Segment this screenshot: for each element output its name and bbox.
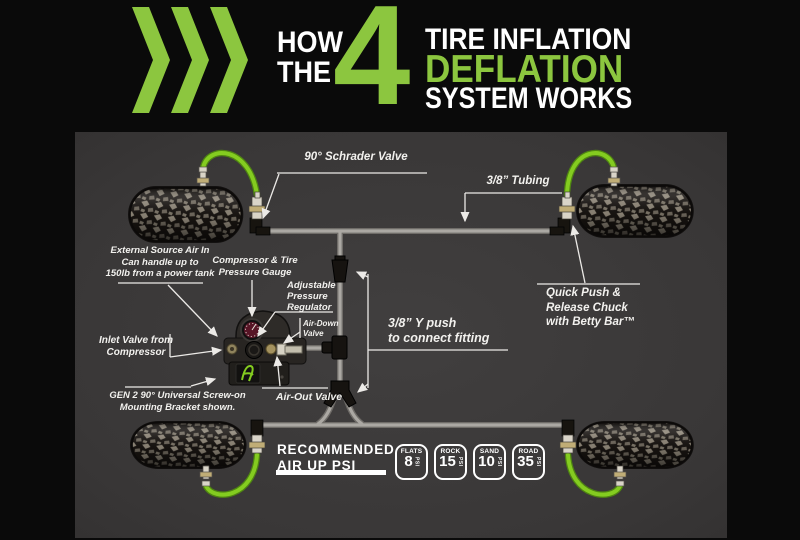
mounting-bracket <box>228 361 290 386</box>
badge-terrain: SAND <box>479 448 500 455</box>
air-down-valve-fitting <box>265 343 277 355</box>
label-compressor-gauge: Compressor & Tire Pressure Gauge <box>212 255 298 278</box>
badge-terrain: FLATS <box>400 448 423 455</box>
header-title-line1: TIRE INFLATION <box>425 23 632 56</box>
tire-front-right <box>575 183 695 239</box>
y-push-fitting <box>323 380 357 408</box>
callout-leader-lines <box>118 172 640 393</box>
regulator-knob <box>245 341 263 359</box>
badge-unit: PSI <box>413 457 420 467</box>
header-title-line2: DEFLATION <box>425 48 624 91</box>
triple-right-chevrons-icon <box>132 7 248 113</box>
badge-unit: PSI <box>534 457 541 467</box>
air-tubing-lines <box>254 228 571 428</box>
label-adjustable-regulator: Adjustable Pressure Regulator <box>287 280 336 313</box>
badge-value: 8 <box>404 453 413 470</box>
badge-unit: PSI <box>495 457 502 467</box>
label-external-source: External Source Air In Can handle up to … <box>105 245 215 279</box>
quick-release-chucks <box>248 191 577 454</box>
label-schrader-valve: 90° Schrader Valve <box>304 151 408 163</box>
label-tubing: 3/8” Tubing <box>486 175 550 187</box>
header-title-line3: SYSTEM WORKS <box>425 82 633 115</box>
label-gen2-bracket: GEN 2 90° Universal Screw-on Mounting Br… <box>109 390 246 413</box>
tire-valve-stems <box>196 166 627 487</box>
tire-front-left <box>127 185 245 244</box>
badge-terrain: ROAD <box>518 448 539 455</box>
label-y-push-fitting: 3/8” Y push to connect fitting <box>388 316 490 345</box>
header-big-number: 4 <box>333 0 411 135</box>
badge-unit: PSI <box>456 457 463 467</box>
label-air-down-valve: Air-Down Valve <box>303 319 339 338</box>
tee-fitting <box>321 335 348 360</box>
tire-rear-left <box>129 420 248 470</box>
inlet-port <box>226 343 238 355</box>
pressure-gauge <box>240 318 264 342</box>
label-inlet-valve: Inlet Valve from Compressor <box>98 335 174 358</box>
recommended-psi-underline <box>276 470 386 475</box>
badge-value: 15 <box>439 453 456 470</box>
label-air-out-valve: Air-Out Valve <box>275 391 343 403</box>
badge-value: 10 <box>478 453 495 470</box>
air-out-valve-fitting <box>276 343 303 356</box>
header-how-the: HOW THE <box>277 26 343 89</box>
tire-rear-right <box>575 420 695 470</box>
union-fitting <box>331 255 349 283</box>
recommended-psi-heading: RECOMMENDED AIR UP PSI <box>277 442 395 473</box>
badge-value: 35 <box>517 453 534 470</box>
badge-terrain: ROCK <box>440 448 461 455</box>
brand-logo-icon <box>241 364 254 382</box>
green-air-hoses <box>199 149 624 498</box>
compressor-manifold <box>223 310 307 386</box>
label-quick-push-chuck: Quick Push & Release Chuck with Betty Ba… <box>546 287 635 328</box>
